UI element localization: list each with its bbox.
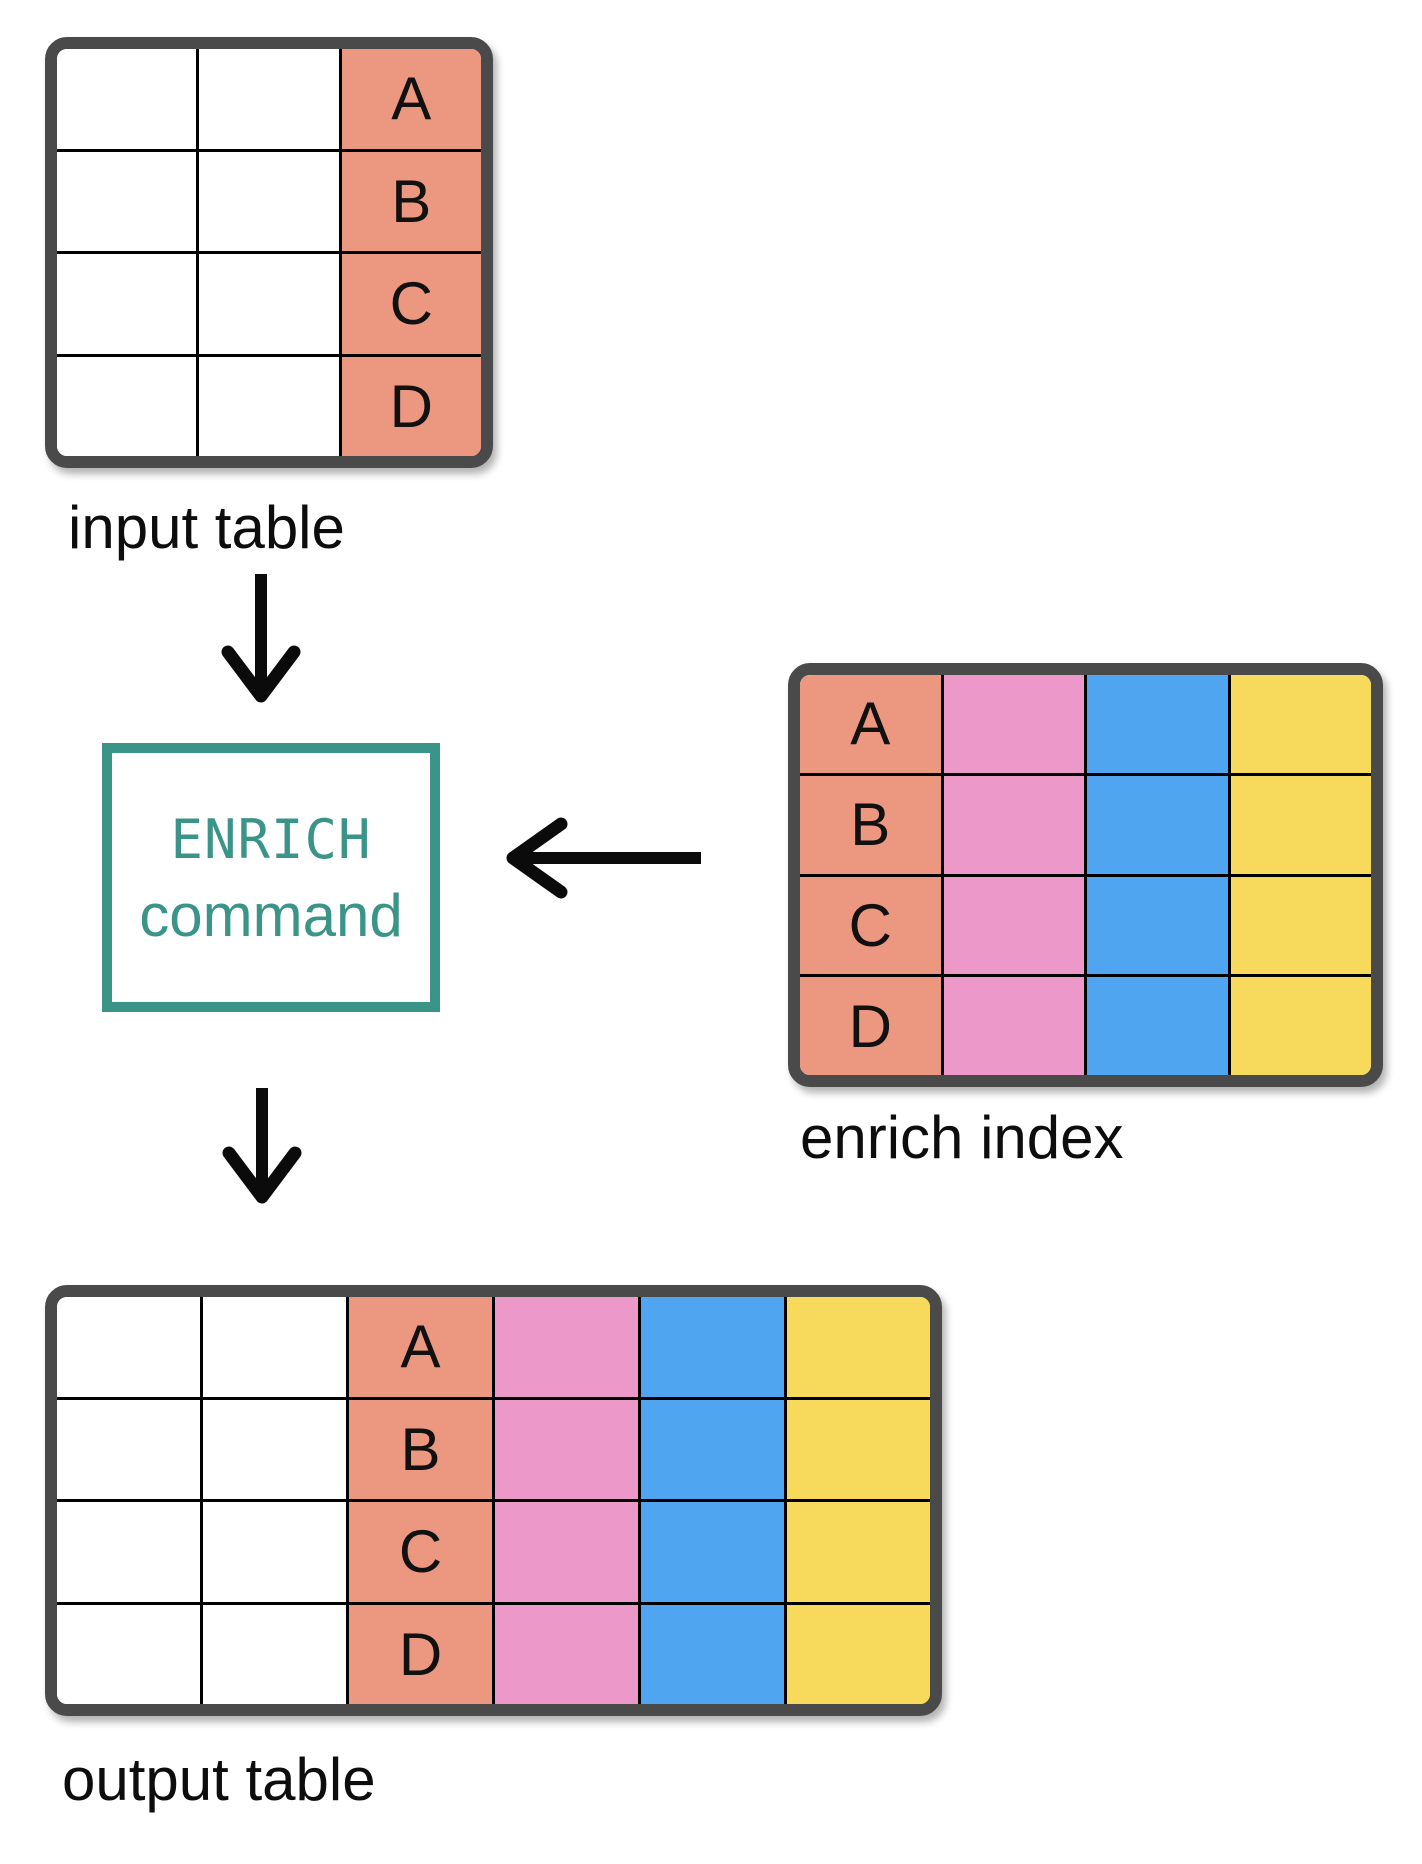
- key-cell: B: [349, 1399, 495, 1499]
- table-cell: [495, 1297, 641, 1397]
- key-cell: D: [341, 356, 481, 456]
- table-row: A: [57, 49, 481, 152]
- table-row: C: [57, 1502, 930, 1605]
- enrich-command-title: ENRICH: [170, 807, 372, 871]
- table-cell: [1230, 675, 1371, 773]
- down-arrow-icon: [222, 1088, 302, 1204]
- table-cell: [1230, 977, 1371, 1075]
- table-cell: [943, 977, 1087, 1075]
- key-cell: C: [800, 876, 944, 975]
- table-cell: [199, 356, 342, 456]
- output-table-label: output table: [62, 1746, 376, 1813]
- table-cell: [1230, 775, 1371, 874]
- table-cell: [641, 1604, 787, 1704]
- table-cell: [57, 1604, 203, 1704]
- table-cell: [1087, 977, 1231, 1075]
- table-cell: [199, 254, 342, 354]
- table-cell: [203, 1399, 349, 1499]
- table-cell: [57, 1399, 203, 1499]
- table-cell: [57, 356, 200, 456]
- enrich-index-label: enrich index: [800, 1104, 1124, 1171]
- table-cell: [203, 1502, 349, 1602]
- table-cell: [495, 1604, 641, 1704]
- table-row: B: [57, 1399, 930, 1502]
- enrich-index-table: A B C D: [788, 663, 1383, 1087]
- table-cell: [57, 254, 200, 354]
- table-cell: [641, 1502, 787, 1602]
- table-cell: [57, 1297, 203, 1397]
- table-cell: [787, 1297, 930, 1397]
- table-cell: [199, 49, 342, 149]
- table-cell: [943, 675, 1087, 773]
- left-arrow-icon: [506, 817, 701, 899]
- key-cell: C: [349, 1502, 495, 1602]
- table-row: A: [57, 1297, 930, 1400]
- table-cell: [787, 1502, 930, 1602]
- table-cell: [1230, 876, 1371, 975]
- table-cell: [199, 151, 342, 251]
- table-row: D: [57, 1604, 930, 1704]
- key-cell: D: [800, 977, 944, 1075]
- table-cell: [495, 1399, 641, 1499]
- input-table-label: input table: [68, 494, 345, 561]
- table-row: A: [800, 675, 1371, 776]
- key-cell: B: [800, 775, 944, 874]
- table-cell: [1087, 675, 1231, 773]
- table-cell: [641, 1399, 787, 1499]
- input-table: A B C D: [45, 37, 493, 468]
- table-cell: [57, 49, 200, 149]
- table-row: C: [800, 876, 1371, 978]
- key-cell: A: [800, 675, 944, 773]
- down-arrow-icon: [221, 574, 301, 703]
- table-cell: [495, 1502, 641, 1602]
- key-cell: D: [349, 1604, 495, 1704]
- enrich-command-subtitle: command: [139, 881, 403, 949]
- output-table: A B C D: [45, 1285, 942, 1716]
- key-cell: B: [341, 151, 481, 251]
- table-cell: [57, 1502, 203, 1602]
- table-cell: [641, 1297, 787, 1397]
- key-cell: A: [341, 49, 481, 149]
- table-row: D: [800, 977, 1371, 1075]
- table-row: B: [800, 775, 1371, 877]
- table-cell: [203, 1604, 349, 1704]
- table-cell: [203, 1297, 349, 1397]
- table-cell: [787, 1399, 930, 1499]
- table-cell: [943, 876, 1087, 975]
- table-cell: [1087, 876, 1231, 975]
- table-cell: [57, 151, 200, 251]
- table-cell: [787, 1604, 930, 1704]
- key-cell: C: [341, 254, 481, 354]
- table-cell: [943, 775, 1087, 874]
- table-cell: [1087, 775, 1231, 874]
- table-row: D: [57, 356, 481, 456]
- key-cell: A: [349, 1297, 495, 1397]
- table-row: C: [57, 254, 481, 357]
- enrich-command-box: ENRICH command: [102, 743, 440, 1012]
- table-row: B: [57, 151, 481, 254]
